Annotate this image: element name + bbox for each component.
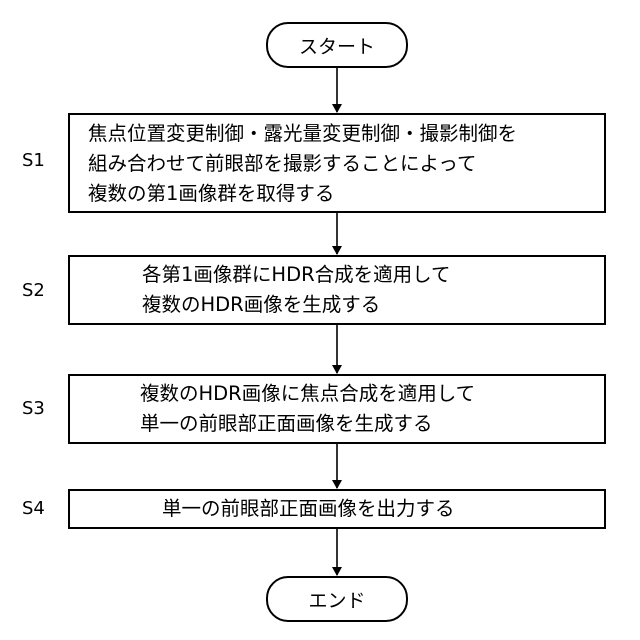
end-label: エンド: [308, 586, 365, 613]
step-text-line: 複数のHDR画像を生成する: [142, 290, 380, 320]
step-label-s1: S1: [22, 150, 45, 171]
step-label-s3: S3: [22, 398, 45, 419]
end-terminal: エンド: [266, 576, 408, 622]
step-text-line: 複数の第1画像群を取得する: [88, 179, 334, 209]
step-text-line: 複数のHDR画像に焦点合成を適用して: [140, 379, 475, 409]
step-box-s1: 焦点位置変更制御・露光量変更制御・撮影制御を 組み合わせて前眼部を撮影することに…: [68, 113, 606, 213]
step-box-s2: 各第1画像群にHDR合成を適用して 複数のHDR画像を生成する: [68, 255, 606, 325]
step-text-line: 単一の前眼部正面画像を出力する: [162, 494, 455, 524]
start-label: スタート: [299, 32, 375, 59]
start-terminal: スタート: [266, 22, 408, 68]
step-text-line: 各第1画像群にHDR合成を適用して: [142, 260, 451, 290]
step-box-s4: 単一の前眼部正面画像を出力する: [68, 489, 606, 529]
step-label-s4: S4: [22, 498, 45, 519]
step-label-s2: S2: [22, 280, 45, 301]
step-text-line: 単一の前眼部正面画像を生成する: [140, 409, 433, 439]
step-text-line: 組み合わせて前眼部を撮影することによって: [88, 149, 476, 179]
step-text-line: 焦点位置変更制御・露光量変更制御・撮影制御を: [88, 119, 517, 149]
step-box-s3: 複数のHDR画像に焦点合成を適用して 単一の前眼部正面画像を生成する: [68, 374, 606, 444]
